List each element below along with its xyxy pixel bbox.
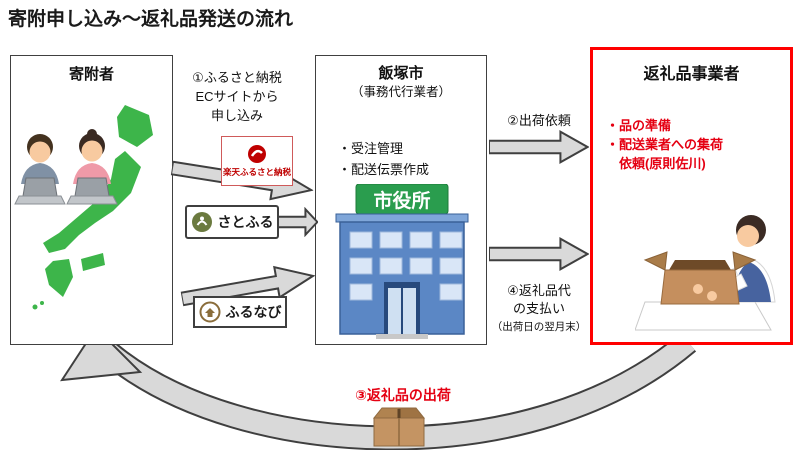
- furunavi-logo-icon: [199, 301, 220, 323]
- rakuten-badge-label: 楽天ふるさと納税: [222, 167, 291, 177]
- page-title: 寄附申し込み～返礼品発送の流れ: [8, 9, 294, 30]
- arrow-step4-payment: [489, 236, 589, 272]
- label-step2-ship-request: ②出荷依頼: [507, 113, 571, 128]
- donor-box: 寄附者: [10, 55, 173, 345]
- rakuten-logo-icon: [248, 145, 266, 163]
- satofuru-badge-label: さとふる: [217, 214, 274, 230]
- city-box-subtitle: （事務代行業者）: [350, 85, 451, 99]
- vendor-box: 返礼品事業者 ・品の準備 ・配送業者への集荷 依頼(原則佐川): [590, 47, 793, 345]
- packing-person-illustration: [635, 215, 776, 331]
- vendor-task-prepare-goods: ・品の準備: [606, 118, 672, 133]
- city-box-title: 飯塚市: [378, 65, 424, 82]
- vendor-box-title: 返礼品事業者: [643, 66, 740, 83]
- arrow-satofuru: [274, 207, 318, 237]
- cardboard-box-icon: [372, 407, 426, 447]
- label-step4-payment: ④返礼品代 の支払い （出荷日の翌月末）: [491, 283, 587, 333]
- vendor-task-pickup-request: ・配送業者への集荷: [606, 137, 724, 152]
- city-task-shipping-slip: ・配送伝票作成: [338, 162, 430, 177]
- rakuten-furusato-badge: 楽天ふるさと納税: [221, 136, 293, 186]
- furunavi-badge-label: ふるなび: [225, 304, 282, 320]
- donor-box-title: 寄附者: [68, 66, 114, 83]
- vendor-task-pickup-request-cont: 依頼(原則佐川): [619, 156, 706, 171]
- donors-illustration: [14, 129, 118, 205]
- label-step3-return-shipping: ③返礼品の出荷: [355, 387, 451, 403]
- arrow-step2-ship-request: [489, 129, 589, 165]
- city-hall-sign-text: 市役所: [373, 189, 430, 212]
- city-box: 飯塚市 （事務代行業者） ・受注管理 ・配送伝票作成 市役所: [315, 55, 487, 345]
- city-hall-illustration: 市役所: [335, 184, 469, 339]
- satofuru-logo-icon: [191, 212, 212, 232]
- japan-map-illustration: [32, 105, 153, 310]
- city-task-order-management: ・受注管理: [338, 141, 404, 156]
- satofuru-badge: さとふる: [185, 205, 279, 239]
- furunavi-badge: ふるなび: [193, 296, 287, 328]
- label-step1-apply: ①ふるさと納税 ECサイトから 申し込み: [192, 70, 282, 123]
